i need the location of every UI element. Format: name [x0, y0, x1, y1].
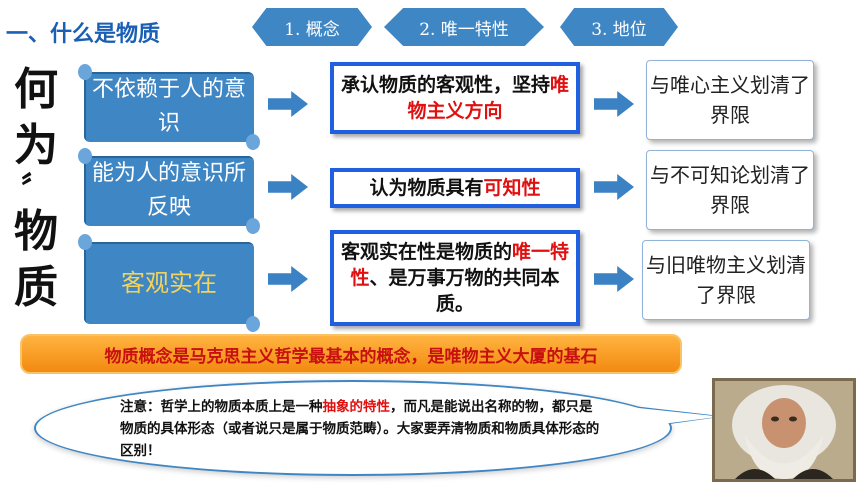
arrow-right-icon: [268, 91, 308, 117]
statement-box-objectivity: 承认物质的客观性，坚持唯物主义方向: [330, 62, 580, 134]
result-box-agnosticism: 与不可知论划清了界限: [646, 150, 814, 230]
bearded-man-portrait-icon: [712, 378, 856, 482]
statement-text: 承认物质的客观性，坚持唯物主义方向: [340, 74, 570, 122]
statement-text: 客观实在性是物质的唯一特性、是万事万物的共同本质。: [340, 241, 570, 315]
note-text: 注意：哲学上的物质本质上是一种抽象的特性，而凡是能说出名称的物，都只是物质的具体…: [120, 399, 600, 459]
result-text: 与唯心主义划清了界限: [650, 73, 810, 127]
key-statement-banner: 物质概念是马克思主义哲学最基本的概念，是唯物主义大厦的基石: [20, 334, 682, 374]
statement-highlight: 可知性: [483, 177, 541, 199]
tab-concept[interactable]: 1. 概念: [252, 8, 372, 46]
arrow-right-icon: [268, 266, 308, 292]
page-title: 一、什么是物质: [6, 22, 161, 47]
scroll-reflected-by-consciousness: 能为人的意识所反映: [78, 148, 260, 234]
side-title: 何 为 〞 物 质: [8, 62, 64, 316]
arrow-right-icon: [594, 174, 634, 200]
portrait-illustration: [715, 381, 853, 479]
note-highlight: 抽象的特性: [322, 399, 391, 415]
scroll-objective-reality: 客观实在: [78, 234, 260, 332]
result-box-old-materialism: 与旧唯物主义划清了界限: [642, 240, 810, 320]
side-title-char: 〞: [21, 171, 51, 206]
tab-status[interactable]: 3. 地位: [560, 8, 678, 46]
statement-highlight: 唯一特性: [350, 241, 570, 289]
statement-text: 认为物质具有可知性: [369, 177, 541, 199]
side-title-char: 质: [14, 262, 58, 313]
note-callout: [34, 380, 672, 476]
side-title-char: 何: [14, 64, 58, 115]
scroll-label: 客观实在: [121, 269, 217, 297]
side-title-char: 物: [14, 206, 58, 257]
scroll-label: 能为人的意识所反映: [92, 161, 247, 220]
result-text: 与旧唯物主义划清了界限: [646, 253, 806, 307]
banner-text: 物质概念是马克思主义哲学最基本的概念，是唯物主义大厦的基石: [104, 346, 598, 367]
statement-box-knowability: 认为物质具有可知性: [330, 168, 580, 208]
result-text: 与不可知论划清了界限: [650, 163, 810, 217]
arrow-right-icon: [594, 91, 634, 117]
scroll-label: 不依赖于人的意识: [92, 77, 247, 136]
statement-highlight: 唯物主义方向: [407, 74, 570, 122]
arrow-right-icon: [268, 174, 308, 200]
arrow-right-icon: [594, 266, 634, 292]
tab-unique-property[interactable]: 2. 唯一特性: [384, 8, 544, 46]
side-title-char: 为: [14, 120, 58, 171]
statement-box-unique-property: 客观实在性是物质的唯一特性、是万事万物的共同本质。: [330, 230, 580, 326]
result-box-idealism: 与唯心主义划清了界限: [646, 60, 814, 140]
scroll-independent-of-consciousness: 不依赖于人的意识: [78, 64, 260, 150]
